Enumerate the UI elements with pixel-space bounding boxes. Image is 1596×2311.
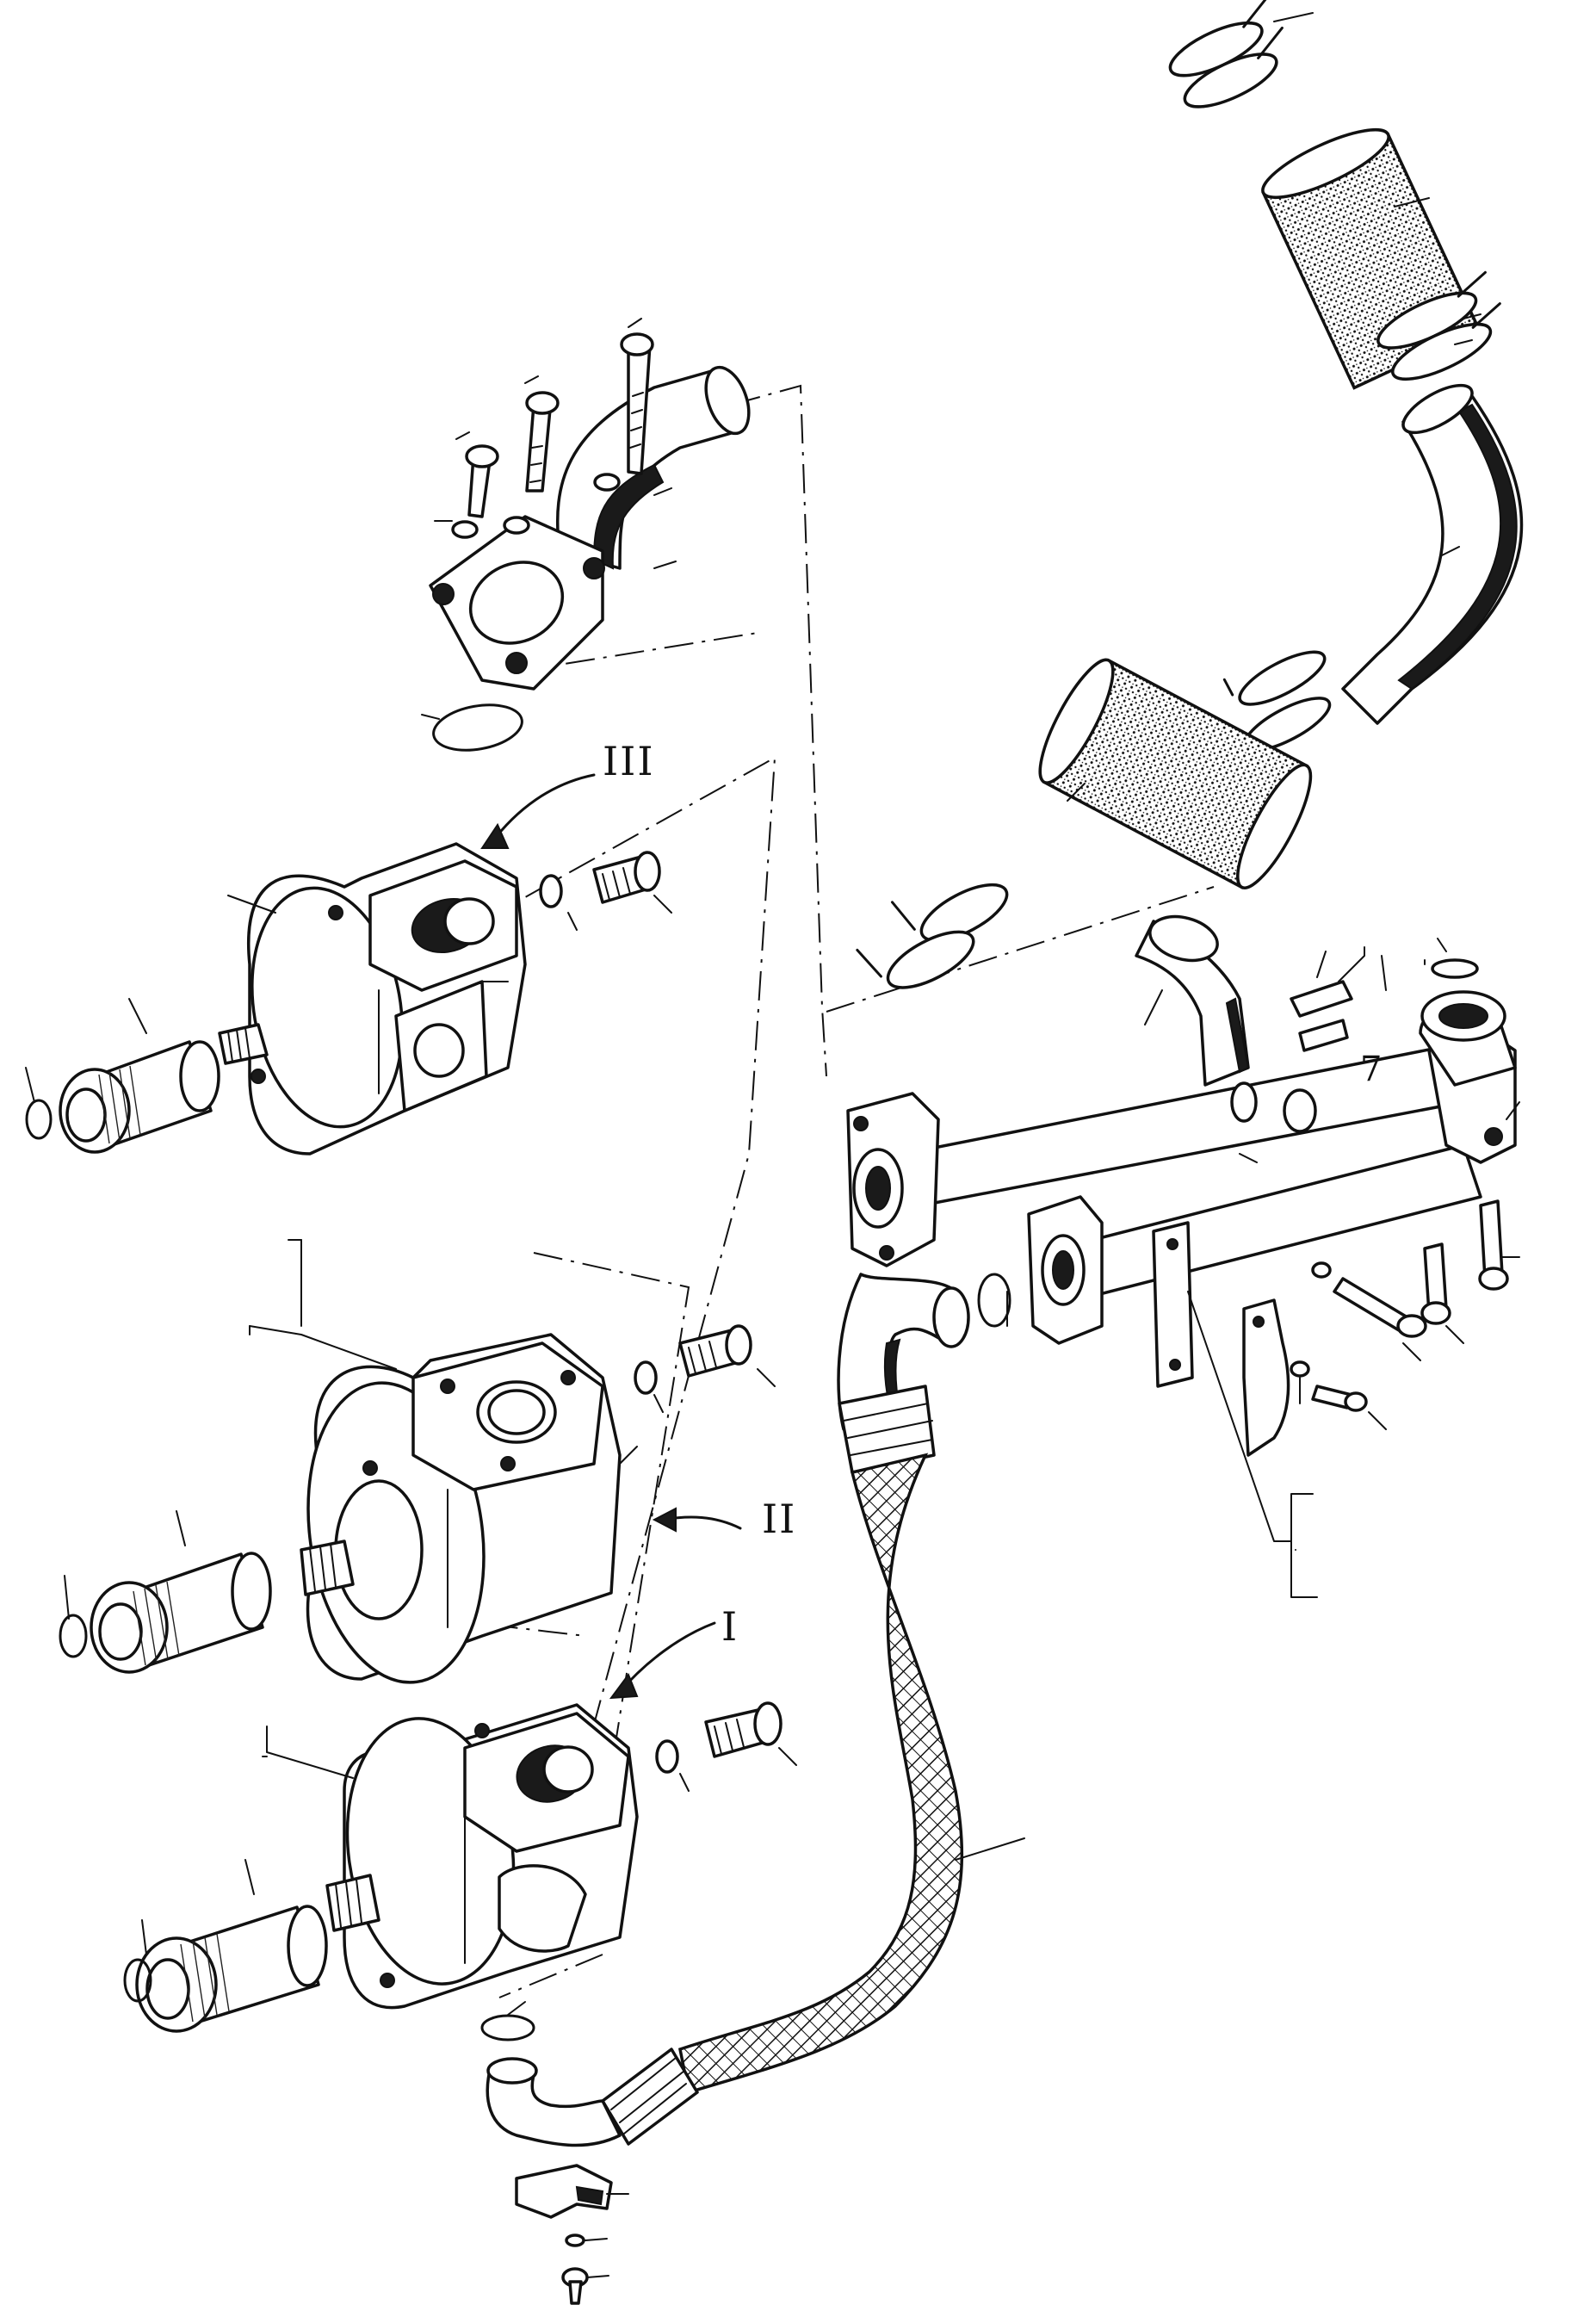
lock-washer [503, 516, 530, 535]
washer [565, 2234, 585, 2247]
hose-clamp [856, 883, 1009, 989]
lower-clip-assembly [515, 2164, 629, 2305]
socket-head-bolt [465, 444, 499, 518]
banjo-bolt [539, 851, 661, 908]
o-ring [432, 703, 523, 752]
pipe-clamp [1242, 1298, 1290, 1457]
banjo-bolt [655, 1701, 783, 1774]
retaining-clip [515, 2164, 613, 2219]
splined-coupling [59, 1552, 272, 1674]
hose-clamp [1168, 0, 1284, 108]
braided-hose [677, 1453, 964, 2095]
pump-top: III [25, 738, 672, 1156]
pump-label-i: I [721, 1603, 739, 1650]
upper-hose-assembly [856, 0, 1524, 989]
banjo-bolt [634, 1324, 752, 1395]
splined-coupling [25, 1040, 220, 1154]
plug [1230, 1081, 1258, 1123]
hose-clamp [1222, 650, 1332, 753]
bracket-tag: 7 [1360, 1050, 1383, 1089]
hose-clamp [1376, 270, 1501, 381]
pump-bottom: I [123, 1603, 797, 2041]
o-ring [480, 2014, 535, 2041]
hose-sleeve-lower [1038, 658, 1313, 889]
splined-coupling [123, 1905, 328, 2033]
plug [1283, 1088, 1317, 1133]
pump-label-iii: III [603, 738, 655, 784]
long-bolt [1333, 1277, 1409, 1332]
pump-label-ii: II [762, 1496, 796, 1542]
socket-head-bolt [525, 391, 560, 493]
socket-head-bolt [620, 332, 654, 475]
flange-elbow-assembly [421, 318, 751, 752]
pump-middle: II [59, 1239, 796, 1684]
braided-hose-assembly [486, 1273, 1025, 2147]
support-bracket [1152, 1221, 1194, 1388]
lock-washer [451, 520, 479, 539]
lock-washer [593, 473, 621, 492]
manifold-assembly: 7 [846, 914, 1520, 1598]
o-ring [1431, 958, 1479, 979]
o-ring [977, 1273, 1011, 1328]
small-bolt [561, 2267, 609, 2305]
